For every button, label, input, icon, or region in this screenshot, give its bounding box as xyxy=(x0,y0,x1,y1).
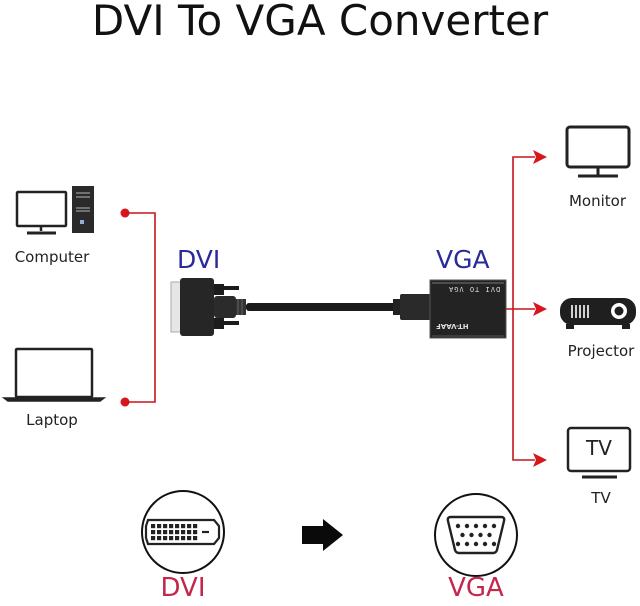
dvi-pin xyxy=(151,530,156,535)
dvi-pin xyxy=(193,536,198,541)
tv-icon xyxy=(566,426,632,479)
vga-pin xyxy=(455,541,461,547)
projector-arrow-icon xyxy=(533,302,547,316)
input-bracket-line xyxy=(125,212,156,403)
source-label-laptop: Laptop xyxy=(26,411,78,429)
vga-pin xyxy=(487,532,492,538)
dvi-pin xyxy=(181,530,186,535)
vga-pin xyxy=(473,523,479,529)
dvi-pin xyxy=(157,530,162,535)
dvi-connector xyxy=(170,278,246,336)
vga-pin xyxy=(464,523,470,529)
projector-icon xyxy=(560,298,636,329)
dvi-port-icon xyxy=(141,490,225,574)
vga-pin xyxy=(460,532,465,538)
adapter-label: DVI TO VGA xyxy=(448,285,501,293)
dvi-pin xyxy=(163,530,168,535)
dvi-pin xyxy=(169,530,174,535)
vga-pin xyxy=(482,523,488,529)
port-label-dvi: DVI xyxy=(160,573,206,603)
dvi-pin xyxy=(175,536,180,541)
dvi-pin xyxy=(187,530,192,535)
vga-pin xyxy=(478,532,483,538)
desktop-computer-icon xyxy=(15,186,94,235)
input-bracket xyxy=(120,208,156,407)
vga-pin xyxy=(455,523,461,529)
dvi-pin xyxy=(157,536,162,541)
monitor-icon xyxy=(565,125,631,178)
vga-pin xyxy=(464,541,470,547)
dvi-pin xyxy=(169,536,174,541)
dvi-pin xyxy=(169,524,174,529)
laptop-icon xyxy=(1,347,107,402)
dvi-pin xyxy=(163,536,168,541)
dvi-pin xyxy=(175,524,180,529)
dvi-pin xyxy=(187,536,192,541)
output-label-tv: TV xyxy=(591,489,611,507)
tv-screen-text: TV xyxy=(586,436,612,460)
vga-pin xyxy=(482,541,488,547)
dvi-pin xyxy=(175,530,180,535)
vga-pin xyxy=(491,541,497,547)
vga-pin xyxy=(473,541,479,547)
dvi-pin xyxy=(187,524,192,529)
dvi-pin xyxy=(157,524,162,529)
output-label-monitor: Monitor xyxy=(568,192,627,210)
cable-output-label: VGA xyxy=(436,245,490,274)
vga-port-icon xyxy=(434,493,518,577)
source-label-computer: Computer xyxy=(14,248,90,266)
right-arrow-icon xyxy=(302,519,343,551)
output-bracket xyxy=(505,150,547,467)
vga-pin xyxy=(469,532,474,538)
adapter-model: HT-VAAF xyxy=(436,322,469,330)
dvi-pin xyxy=(193,524,198,529)
dvi-pin xyxy=(163,524,168,529)
dvi-pin xyxy=(181,524,186,529)
tv-arrow-icon xyxy=(533,453,547,467)
dvi-pin xyxy=(181,536,186,541)
monitor-arrow-icon xyxy=(533,150,547,164)
cable xyxy=(246,303,396,311)
port-label-vga: VGA xyxy=(448,573,504,603)
dvi-pin xyxy=(151,524,156,529)
vga-adapter xyxy=(393,279,507,339)
cable-input-label: DVI xyxy=(177,245,221,274)
output-label-projector: Projector xyxy=(567,342,635,360)
vga-pin xyxy=(491,523,497,529)
dvi-pin xyxy=(151,536,156,541)
dvi-pin xyxy=(193,530,198,535)
page-title: DVI To VGA Converter xyxy=(91,0,549,45)
